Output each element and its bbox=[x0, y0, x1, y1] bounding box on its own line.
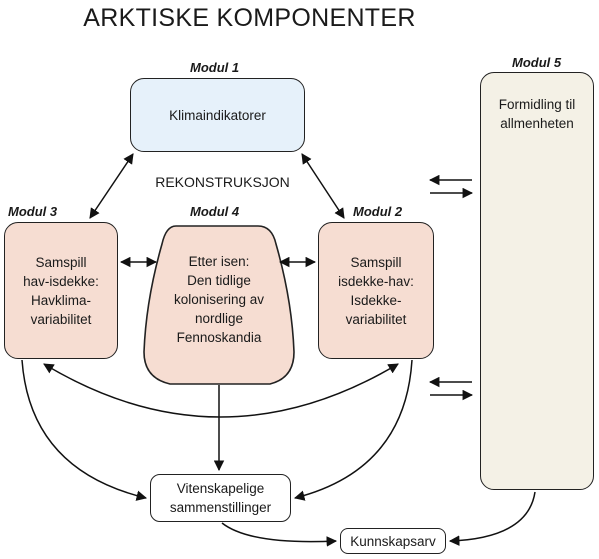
arrow-m2-synthesis bbox=[293, 359, 413, 501]
module-5-box: Formidling til allmenheten bbox=[480, 72, 594, 490]
arrow-m3-synthesis bbox=[21, 359, 148, 501]
center-label: REKONSTRUKSJON bbox=[155, 174, 290, 190]
module-4-shape bbox=[143, 225, 295, 385]
module-3-box: Samspill hav-isdekke: Havklima- variabil… bbox=[4, 222, 118, 359]
module-4-text: Etter isen: Den tidlige kolonisering av … bbox=[173, 254, 265, 345]
arrow-m1-m2 bbox=[301, 153, 345, 219]
module-2-text: Samspill isdekke-hav: Isdekke- variabili… bbox=[338, 254, 414, 327]
heritage-text: Kunnskapsarv bbox=[350, 533, 436, 549]
synthesis-box: Vitenskapelige sammenstillinger bbox=[150, 474, 291, 522]
module-2-box: Samspill isdekke-hav: Isdekke- variabili… bbox=[318, 222, 434, 359]
module-1-box: Klimaindikatorer bbox=[130, 78, 305, 152]
module-3-text: Samspill hav-isdekke: Havklima- variabil… bbox=[23, 254, 99, 327]
arrow-m3-m2-curve bbox=[43, 363, 399, 418]
module-2-label: Modul 2 bbox=[353, 204, 403, 219]
arrow-m1-m3 bbox=[89, 153, 134, 219]
diagram-title: ARKTISKE KOMPONENTER bbox=[83, 4, 416, 32]
module-5-text: Formidling til allmenheten bbox=[498, 97, 576, 131]
arrow-m5-heritage bbox=[448, 491, 536, 546]
module-1-text: Klimaindikatorer bbox=[169, 107, 266, 123]
module-3-label: Modul 3 bbox=[8, 204, 58, 219]
module-5-label: Modul 5 bbox=[512, 55, 562, 70]
module-1-label: Modul 1 bbox=[190, 60, 240, 75]
heritage-box: Kunnskapsarv bbox=[340, 528, 446, 554]
arrow-synthesis-heritage bbox=[221, 522, 338, 547]
module-4-label: Modul 4 bbox=[190, 204, 240, 219]
synthesis-text: Vitenskapelige sammenstillinger bbox=[169, 481, 272, 515]
